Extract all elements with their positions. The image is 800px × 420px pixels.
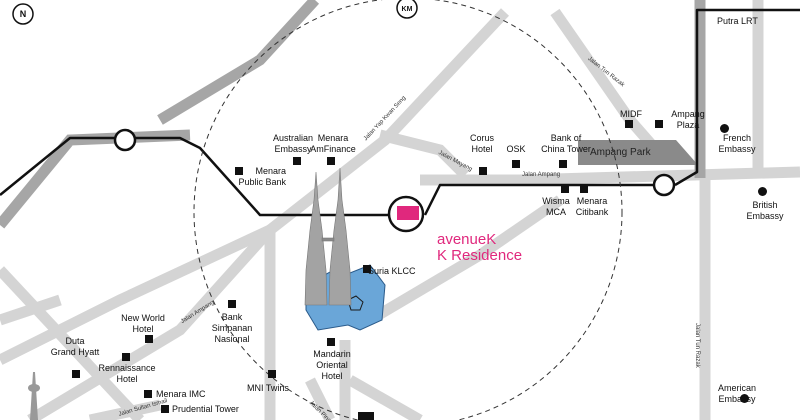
marker-suria-klcc [363, 265, 371, 273]
road-west-edge [0, 294, 62, 326]
road-mayang [378, 129, 469, 179]
main-roads [0, 0, 706, 229]
marker-australian-embassy [293, 157, 301, 165]
brand-line-1: avenueK [437, 231, 497, 248]
marker-american-embassy [740, 394, 749, 403]
road-pinang [305, 377, 335, 420]
scale-label: KM [401, 6, 413, 13]
road-klcc-east [367, 195, 564, 325]
suria-klcc-star [347, 295, 364, 311]
marker-mandarin-oriental [327, 338, 335, 346]
marker-new-world-hotel [145, 335, 153, 343]
label-prudential-tower: Prudential Tower [172, 404, 239, 414]
road-label-tun-razak-right: Jalan Tun Razak [694, 323, 700, 368]
putra-lrt-label: Putra LRT [717, 16, 758, 26]
marker-corus-hotel [479, 167, 487, 175]
kl-tower [28, 372, 40, 420]
marker-menara-imc [144, 390, 152, 398]
compass-label: N [19, 9, 27, 19]
road-north-highway [157, 0, 320, 125]
label-menara-imc: Menara IMC [156, 389, 206, 399]
marker-duta-grand-hyatt [72, 370, 80, 378]
avenuek-marker [397, 206, 419, 220]
marker-bank-of-china [559, 160, 567, 168]
compass-circle [12, 3, 34, 25]
marker-midf [625, 120, 633, 128]
marker-menara-public-bank [235, 167, 243, 175]
brand-line-2: K Residence [437, 247, 523, 264]
marker-osk [512, 160, 520, 168]
marker-british-embassy [758, 187, 767, 196]
road-left-diagonal [0, 266, 145, 420]
marker-rennaissance-hotel [122, 353, 130, 361]
label-midf: MIDF [620, 109, 642, 119]
label-suria-klcc: Suria KLCC [368, 266, 416, 276]
station-west [113, 128, 137, 152]
marker-french-embassy [720, 124, 729, 133]
marker-menara-citibank [580, 185, 588, 193]
radius-circle [193, 0, 623, 420]
petronas-towers [304, 167, 352, 306]
marker-bank-simpanan [228, 300, 236, 308]
station-ampang-park [652, 173, 676, 197]
ampang-park-label: Ampang Park [590, 147, 651, 158]
marker-ampang-plaza [655, 120, 663, 128]
ampang-park-area [578, 140, 698, 165]
marker-mni-twins [268, 370, 276, 378]
marker-bottom-building [358, 412, 374, 420]
marker-menara-amfinance [327, 157, 335, 165]
marker-prudential-tower [161, 405, 169, 413]
road-west-highway [0, 129, 191, 229]
road-lower-center [347, 375, 423, 420]
marker-wisma-mca [561, 185, 569, 193]
scale-circle [396, 0, 418, 19]
road-ampang-west [27, 226, 275, 420]
road-label-ampang-east: Jalan Ampang [522, 172, 561, 178]
road-ampang-east [420, 166, 800, 186]
road-west-link [0, 225, 273, 365]
label-osk: OSK [506, 144, 526, 154]
label-mni-twins: MNI Twins [247, 383, 289, 393]
road-yap-kwan-seng [266, 8, 510, 235]
road-sultan-ismail [88, 399, 162, 420]
